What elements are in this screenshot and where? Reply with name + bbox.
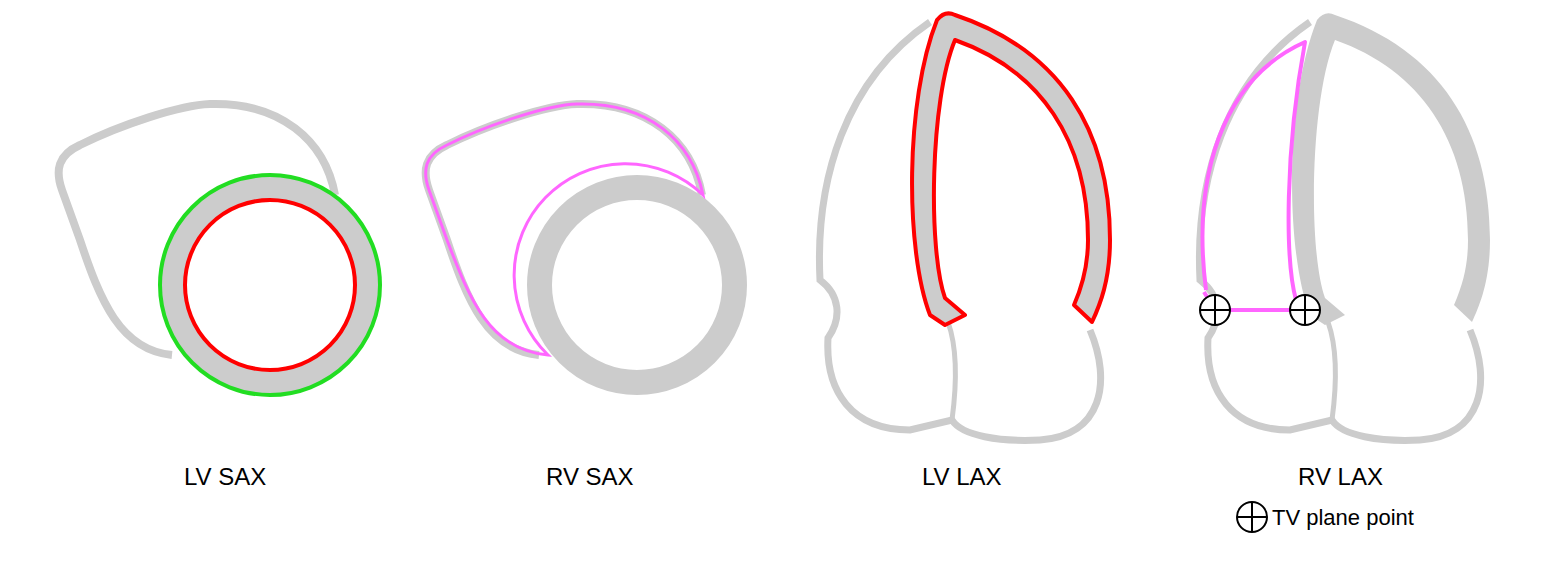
lv-lax-figure <box>819 13 1110 440</box>
rv-sax-figure <box>426 104 735 383</box>
rv-lax-figure <box>1199 13 1490 440</box>
view-label: LV SAX <box>184 463 266 492</box>
legend-text: TV plane point <box>1272 505 1414 531</box>
view-label: RV LAX <box>1298 463 1383 492</box>
lv-sax-figure <box>59 104 380 395</box>
view-label: RV SAX <box>546 463 634 492</box>
view-label: LV LAX <box>922 463 1002 492</box>
tv-plane-point-symbol <box>1237 502 1267 532</box>
